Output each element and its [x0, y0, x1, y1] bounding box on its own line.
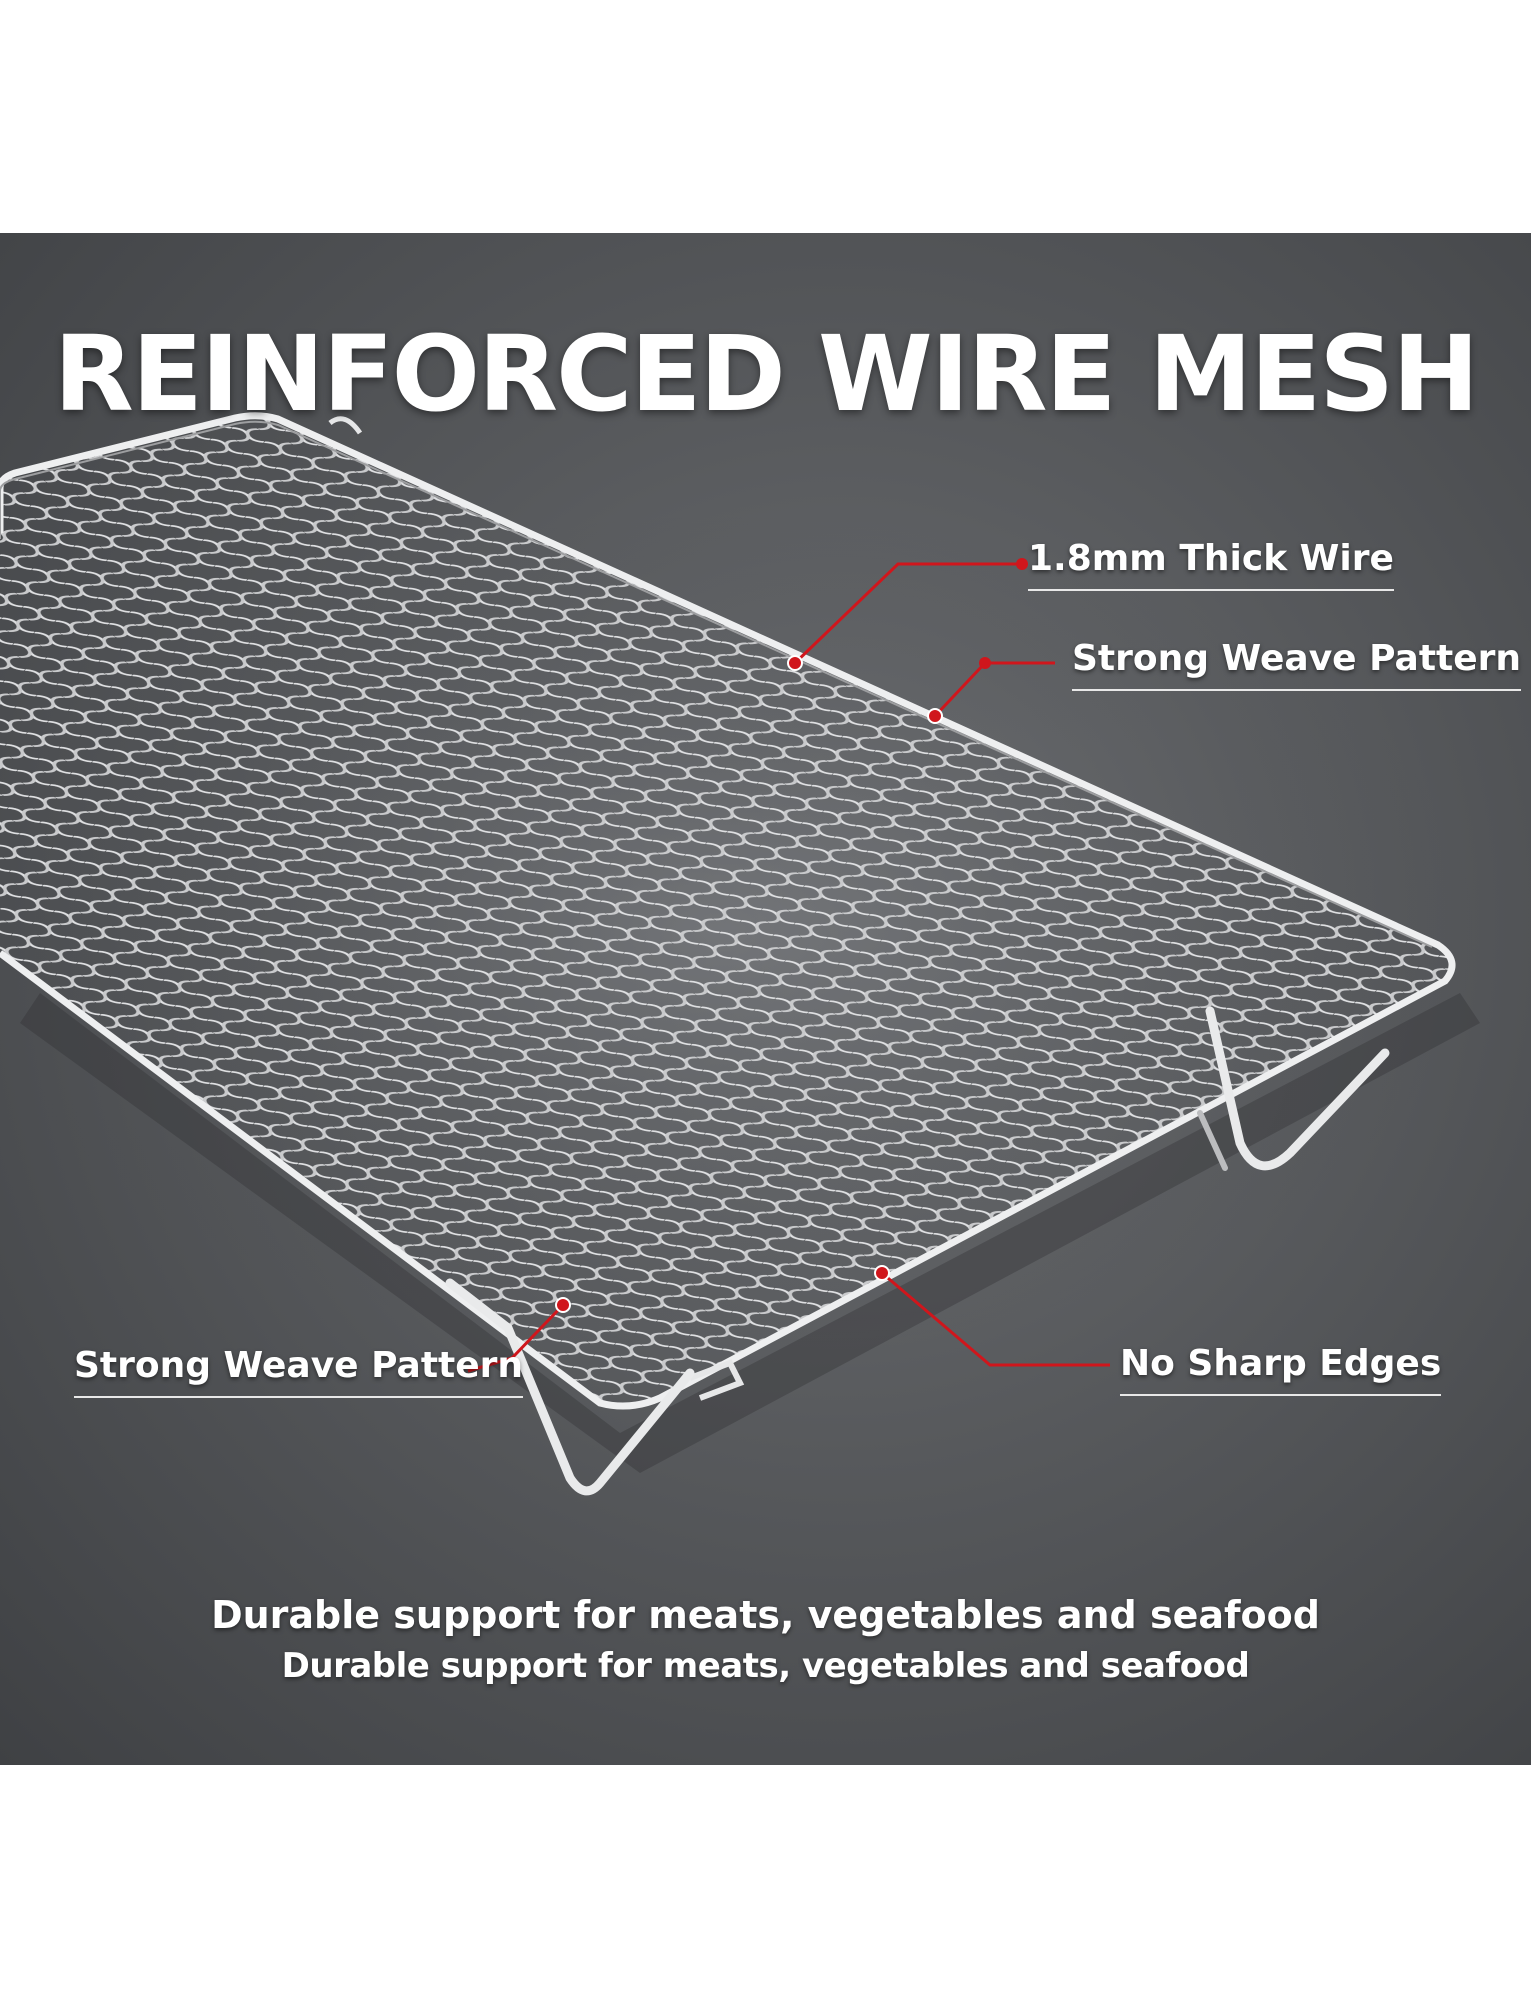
headline: REINFORCED WIRE MESH — [53, 313, 1480, 435]
rack-clip — [688, 1359, 745, 1401]
subtitle-line-2: Durable support for meats, vegetables an… — [281, 1646, 1250, 1686]
front-leg — [445, 1278, 695, 1496]
rack-frame-inner — [0, 420, 1433, 948]
callout-no-sharp-edges: No Sharp Edges — [1120, 1343, 1442, 1396]
right-leg — [1205, 1006, 1390, 1171]
callout-weave-pattern-top: Strong Weave Pattern — [1072, 638, 1522, 691]
callout-lines — [467, 558, 1110, 1373]
subtitle-line-1: Durable support for meats, vegetables an… — [211, 1593, 1320, 1637]
wire-mesh-rack-illustration — [0, 412, 1480, 1496]
rack-shadow — [20, 993, 1480, 1473]
callout-thick-wire: 1.8mm Thick Wire — [1028, 538, 1394, 591]
rack-handle — [328, 416, 363, 435]
product-banner: REINFORCED WIRE MESH 1.8mm Thick Wire St… — [0, 233, 1531, 1765]
callout-weave-pattern-left: Strong Weave Pattern — [74, 1345, 524, 1398]
right-leg-rear — [1197, 1110, 1228, 1171]
rack-frame — [0, 412, 1456, 1410]
